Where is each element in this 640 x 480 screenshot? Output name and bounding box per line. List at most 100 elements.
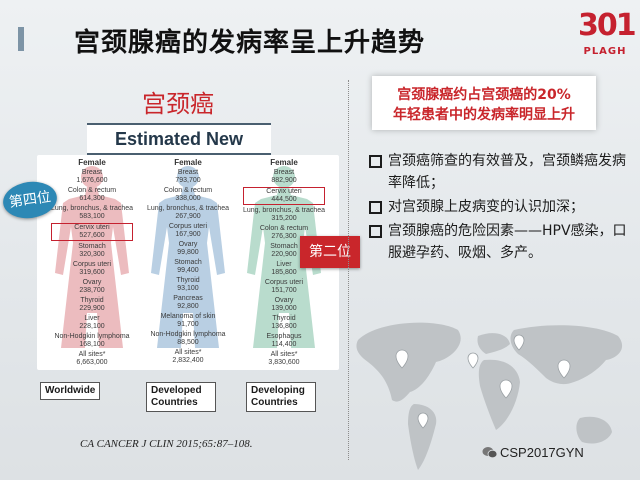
case-count: 220,900 (271, 251, 297, 258)
cancer-site-label: Corpus uteri (264, 279, 304, 286)
cancer-site-label: Liver (276, 261, 292, 268)
highlight-line-2: 年轻患者中的发病率明显上升 (393, 107, 575, 123)
case-count: 527,600 (79, 232, 105, 239)
cancer-site-label: Lung, bronchus, & trachea (242, 207, 326, 214)
cancer-site-label: Cervix uteri (74, 224, 110, 231)
case-count: 139,000 (271, 305, 297, 312)
case-count: 167,900 (175, 231, 201, 238)
case-count: 6,663,000 (76, 359, 108, 366)
cancer-site-label: Colon & rectum (163, 187, 213, 194)
list-item: All sites*6,663,000 (37, 351, 147, 367)
cancer-site-label: Thyroid (272, 315, 296, 322)
caption-developing: Developing Countries (246, 382, 316, 412)
case-count: 444,500 (271, 196, 297, 203)
world-map-graphic (356, 322, 623, 470)
bullet-text: 宫颈癌筛查的有效普及，宫颈鳞癌发病率降低； (388, 153, 626, 191)
wechat-icon (482, 447, 498, 459)
slide-title: 宫颈腺癌的发病率呈上升趋势 (74, 28, 426, 58)
hospital-logo: 301 PLAGH (578, 8, 637, 70)
cancer-site-label: All sites* (174, 349, 202, 356)
case-count: 267,900 (175, 213, 201, 220)
list-item: All sites*2,832,400 (133, 349, 243, 365)
case-count: 583,100 (79, 213, 105, 220)
bullet-item: 宫颈腺癌的危险因素——HPV感染，口服避孕药、吸烟、多产。 (368, 220, 632, 264)
checkbox-bullet-icon (369, 155, 382, 168)
case-count: 91,700 (177, 321, 199, 328)
case-count: 614,300 (79, 195, 105, 202)
wechat-account-label: CSP2017GYN (500, 445, 584, 460)
list-item: All sites*3,830,600 (229, 351, 339, 367)
case-count: 228,100 (79, 323, 105, 330)
logo-number: 301 (578, 8, 637, 43)
cancer-site-label: Cervix uteri (266, 188, 302, 195)
divider (348, 80, 349, 460)
cancer-site-label: Ovary (274, 297, 294, 304)
case-count: 93,100 (177, 285, 199, 292)
cancer-site-label: Colon & rectum (259, 225, 309, 232)
cancer-site-label: All sites* (78, 351, 106, 358)
cancer-site-label: Pancreas (173, 295, 203, 302)
cancer-site-label: Lung, bronchus, & trachea (50, 205, 134, 212)
cancer-site-label: Melanoma of skin (160, 313, 216, 320)
panel-header: Female (174, 158, 202, 167)
case-count: 238,700 (79, 287, 105, 294)
case-count: 229,900 (79, 305, 105, 312)
female-figure-blue (151, 166, 225, 348)
case-count: 315,200 (271, 215, 297, 222)
cancer-site-label: Ovary (178, 241, 198, 248)
case-count: 3,830,600 (268, 359, 300, 366)
cancer-site-label: Stomach (78, 243, 106, 250)
cancer-site-label: All sites* (270, 351, 298, 358)
cancer-site-label: Colon & rectum (67, 187, 117, 194)
cancer-site-label: Corpus uteri (168, 223, 208, 230)
checkbox-bullet-icon (369, 201, 382, 214)
cancer-site-label: Stomach (270, 243, 298, 250)
cancer-site-label: Non-Hodgkin lymphoma (54, 333, 130, 340)
title-accent-bar (18, 27, 24, 51)
logo-text: PLAGH (583, 46, 627, 57)
cancer-site-label: Non-Hodgkin lymphoma (150, 331, 226, 338)
case-count: 88,500 (177, 339, 199, 346)
female-figure-pink (55, 166, 129, 348)
cancer-site-label: Thyroid (80, 297, 104, 304)
cancer-site-label: Breast (81, 169, 103, 176)
cancer-site-label: Breast (273, 169, 295, 176)
case-count: 136,800 (271, 323, 297, 330)
bullet-item: 宫颈癌筛查的有效普及，宫颈鳞癌发病率降低； (368, 150, 632, 194)
panel-header: Female (78, 158, 106, 167)
case-count: 185,800 (271, 269, 297, 276)
panel-header: Female (270, 158, 298, 167)
case-count: 168,100 (79, 341, 105, 348)
bullet-text: 宫颈腺癌的危险因素——HPV感染，口服避孕药、吸烟、多产。 (388, 223, 627, 261)
cancer-site-label: Stomach (174, 259, 202, 266)
bullet-list: 宫颈癌筛查的有效普及，宫颈鳞癌发病率降低； 对宫颈腺上皮病变的认识加深； 宫颈腺… (368, 150, 632, 266)
case-count: 882,900 (271, 177, 297, 184)
